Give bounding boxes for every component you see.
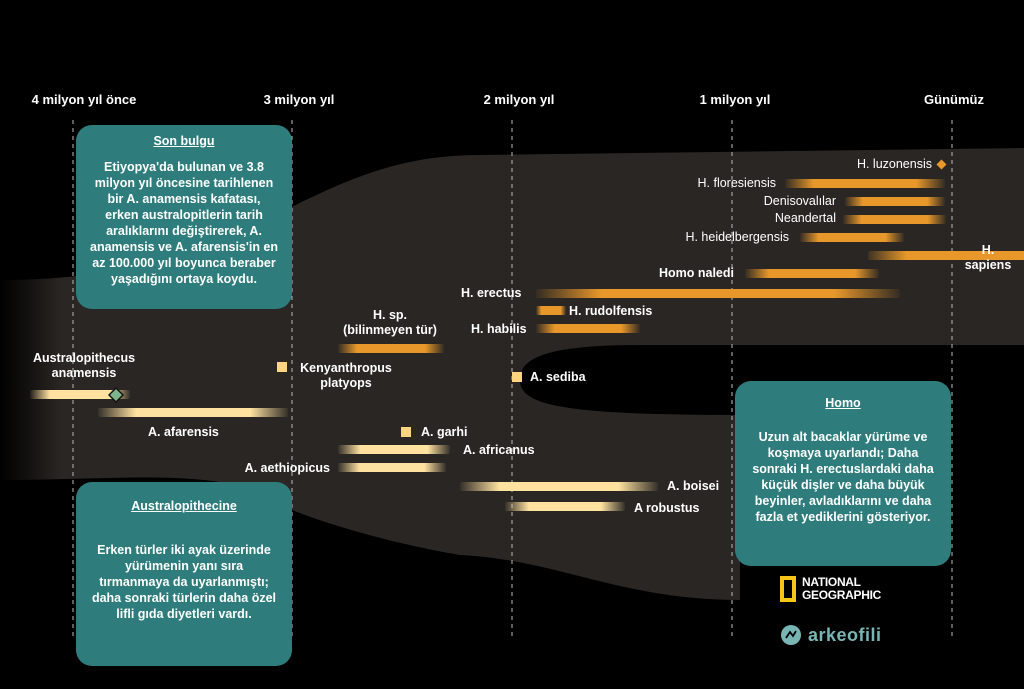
natgeo-text: NATIONAL GEOGRAPHIC: [802, 575, 882, 602]
bar-heidelbergensis: [800, 233, 904, 242]
label-rudolfensis: H. rudolfensis: [569, 304, 653, 318]
natgeo-frame-icon: [780, 576, 796, 602]
arkeofili-logo: arkeofili: [780, 624, 882, 646]
time-label-3mya: 3 milyon yıl: [263, 92, 335, 107]
anamensis-skull-marker: [108, 387, 124, 403]
bar-robustus: [505, 502, 625, 511]
info-box-homo: Homo Uzun alt bacaklar yürüme ve koşmaya…: [735, 381, 951, 566]
label-heidelbergensis: H. heidelbergensis: [685, 230, 789, 244]
marker-sediba: [512, 372, 522, 382]
bar-boisei: [460, 482, 658, 491]
time-label-4mya: 4 milyon yıl önce: [31, 92, 137, 107]
label-h-sp: H. sp. (bilinmeyen tür): [343, 308, 437, 337]
time-label-1mya: 1 milyon yıl: [699, 92, 771, 107]
arkeofili-icon: [781, 625, 801, 645]
info-box-australopithecine: Australopithecine Erken türler iki ayak …: [76, 482, 292, 666]
bar-h-sp: [338, 344, 444, 353]
label-erectus: H. erectus: [461, 286, 522, 300]
bar-aethiopicus: [338, 463, 446, 472]
label-boisei: A. boisei: [667, 479, 720, 493]
label-luzonensis: H. luzonensis: [856, 157, 932, 171]
bar-africanus: [338, 445, 450, 454]
marker-kenyanthropus: [277, 362, 287, 372]
label-floresiensis: H. floresiensis: [697, 176, 777, 190]
marker-garhi: [401, 427, 411, 437]
time-label-today: Günümüz: [924, 92, 984, 107]
bar-afarensis: [98, 408, 288, 417]
bar-anamensis: [30, 390, 130, 399]
bar-naledi: [745, 269, 879, 278]
label-garhi: A. garhi: [421, 425, 468, 439]
time-label-2mya: 2 milyon yıl: [483, 92, 555, 107]
bar-erectus: [536, 289, 900, 298]
label-afarensis: A. afarensis: [148, 425, 219, 439]
label-sapiens: H. sapiens: [964, 243, 1012, 272]
bar-neandertal: [843, 215, 946, 224]
label-sediba: A. sediba: [530, 370, 586, 384]
bar-habilis: [536, 324, 640, 333]
bar-sapiens: [868, 251, 1024, 260]
label-naledi: Homo naledi: [658, 266, 734, 280]
label-neandertal: Neandertal: [774, 211, 836, 225]
bar-denisova: [845, 197, 945, 206]
bar-floresiensis: [785, 179, 945, 188]
homo-title: Homo: [825, 396, 861, 410]
info-box-son-bulgu: Son bulgu Etiyopya'da bulunan ve 3.8 mil…: [76, 125, 292, 309]
arkeofili-text: arkeofili: [808, 624, 882, 645]
australopithecine-title: Australopithecine: [131, 499, 237, 513]
son-bulgu-title: Son bulgu: [153, 134, 215, 148]
label-denisova: Denisovalılar: [763, 194, 836, 208]
label-anamensis: Australopithecus anamensis: [32, 351, 136, 380]
australopithecine-text: Erken türler iki ayak üzerinde yürümenin…: [91, 543, 277, 621]
label-africanus: A. africanus: [463, 443, 535, 457]
label-aethiopicus: A. aethiopicus: [244, 461, 330, 475]
homo-text: Uzun alt bacaklar yürüme ve koşmaya uyar…: [752, 430, 934, 524]
label-robustus: A robustus: [634, 501, 700, 515]
label-habilis: H. habilis: [471, 322, 527, 336]
bar-rudolfensis: [536, 306, 566, 315]
son-bulgu-text: Etiyopya'da bulunan ve 3.8 milyon yıl ön…: [90, 160, 279, 286]
time-gridlines: [72, 120, 953, 640]
national-geographic-logo: NATIONAL GEOGRAPHIC: [780, 576, 881, 602]
luzonensis-marker: [936, 159, 947, 170]
label-kenyanthropus: Kenyanthropus platyops: [300, 361, 392, 390]
